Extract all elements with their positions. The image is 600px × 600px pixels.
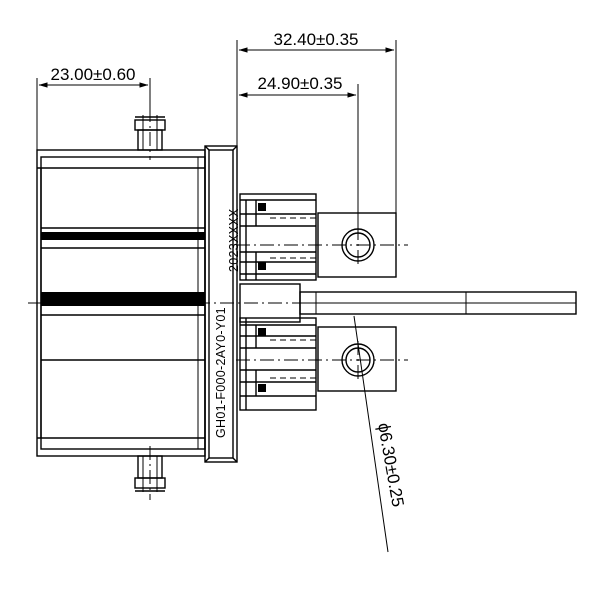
dimension-label-housing-length: 23.00±0.60 [51, 65, 136, 84]
dimension-label-hole-diameter: ϕ6.30±0.25 [374, 421, 407, 508]
terminal-block-bottom [239, 317, 317, 411]
date-code-marking: 2023XXXX [227, 208, 241, 272]
dimension-overall-length: 32.40±0.35 [236, 30, 397, 218]
dimension-terminal-hole-center: 24.90±0.35 [238, 74, 359, 226]
dimension-label-terminal-hole-center: 24.90±0.35 [258, 74, 343, 93]
part-number-marking: GH01-F000-2AY0-Y01 [214, 307, 228, 438]
flange-plate [204, 145, 238, 463]
terminal-block-top [239, 193, 317, 281]
dimension-hole-diameter: ϕ6.30±0.25 [353, 315, 408, 553]
center-lines [28, 108, 470, 500]
flange-marking: GH01-F000-2AY0-Y01 2023XXXX [214, 208, 241, 438]
dimension-housing-length: 23.00±0.60 [36, 65, 151, 150]
dimension-label-overall-length: 32.40±0.35 [274, 30, 359, 49]
